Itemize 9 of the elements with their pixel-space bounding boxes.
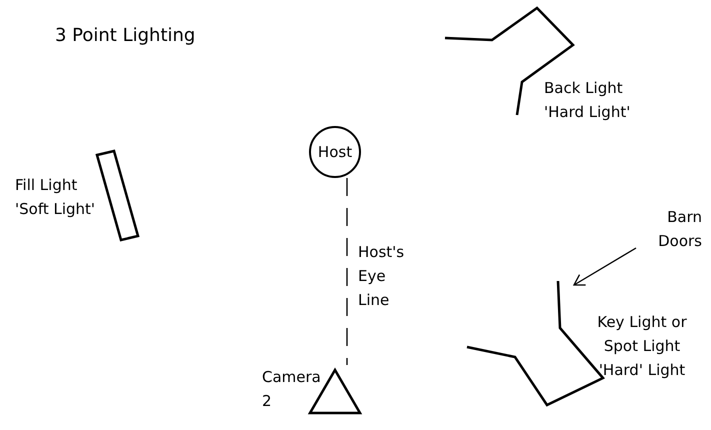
light-label: Back Light 'Hard Light' xyxy=(544,78,632,123)
light-label: Key Light or Spot Light 'Hard' Light xyxy=(596,312,688,381)
diagram-title: 3 Point Lighting xyxy=(55,24,196,48)
host-circle: Host xyxy=(309,126,361,178)
camera-label: Camera 2 xyxy=(262,367,322,412)
arrow xyxy=(573,247,636,286)
light-label: Fill Light 'Soft Light' xyxy=(15,175,96,220)
dashed-line xyxy=(346,178,348,365)
callout-label: Barn Doors xyxy=(636,205,702,253)
